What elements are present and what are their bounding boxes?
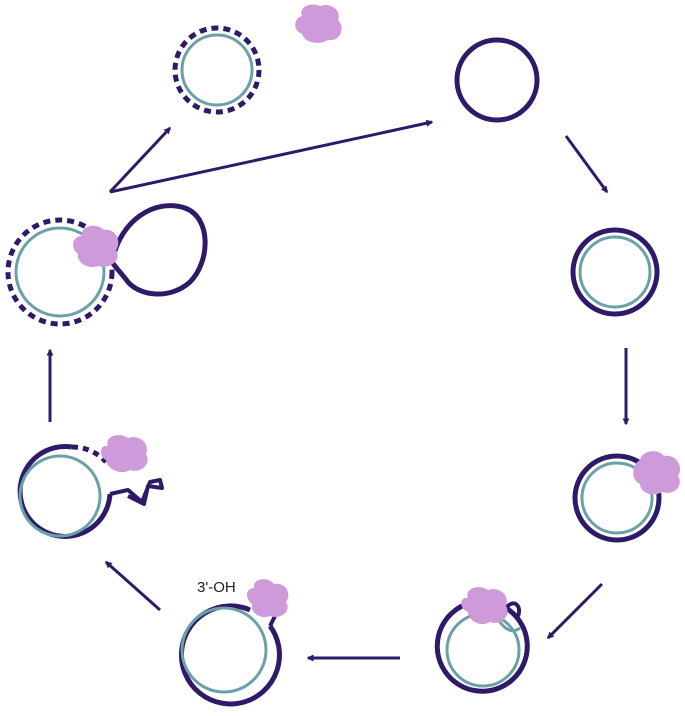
outer-strand	[572, 453, 662, 543]
displaced-loop	[109, 203, 208, 297]
inner-strand	[180, 606, 268, 694]
stage-6-three-prime-oh	[178, 579, 289, 707]
stage-2-single-strand-circle	[454, 37, 540, 123]
enzyme-blob-icon	[461, 587, 508, 625]
arrow-fork-to-stage-2	[109, 119, 434, 194]
stage-5-nicked-circle	[434, 587, 530, 694]
inner-strand	[578, 235, 652, 309]
inner-strand	[180, 33, 254, 107]
enzyme-blob-icon	[100, 435, 148, 473]
three-prime-oh-label: 3'-OH	[197, 579, 236, 596]
inner-strand	[445, 612, 521, 688]
outer-strand	[434, 599, 530, 694]
inner-strand	[18, 454, 102, 538]
stage-3-double-strand-circle	[570, 227, 660, 317]
arrow-stage-4-to-5	[546, 582, 604, 640]
stage-7-strand-displacement	[17, 435, 164, 539]
enzyme-blob-icon	[633, 451, 681, 495]
arrow-fork-to-stage-1	[108, 126, 172, 194]
outer-strand	[17, 443, 113, 539]
outer-strand-dashed	[5, 217, 115, 327]
inner-strand	[14, 226, 106, 318]
stage-1-released-circle	[172, 4, 342, 115]
outer-strand	[454, 37, 540, 123]
outer-strand-dashed	[172, 25, 262, 115]
enzyme-blob-icon	[246, 579, 289, 618]
stage-4-enzyme-bound	[572, 451, 681, 543]
outer-strand	[570, 227, 660, 317]
enzyme-blob-icon	[295, 4, 342, 43]
inner-strand	[580, 461, 654, 535]
stage-8-figure-eight	[5, 203, 208, 327]
outer-strand-nick-tail	[504, 601, 521, 617]
outer-strand-dashed-new	[71, 444, 108, 464]
arrow-stage-6-to-7	[104, 560, 161, 612]
enzyme-blob-icon	[73, 225, 119, 268]
cycle-arrows	[46, 119, 630, 662]
arrow-stage-2-to-3	[564, 135, 609, 194]
displaced-strand	[109, 478, 164, 506]
